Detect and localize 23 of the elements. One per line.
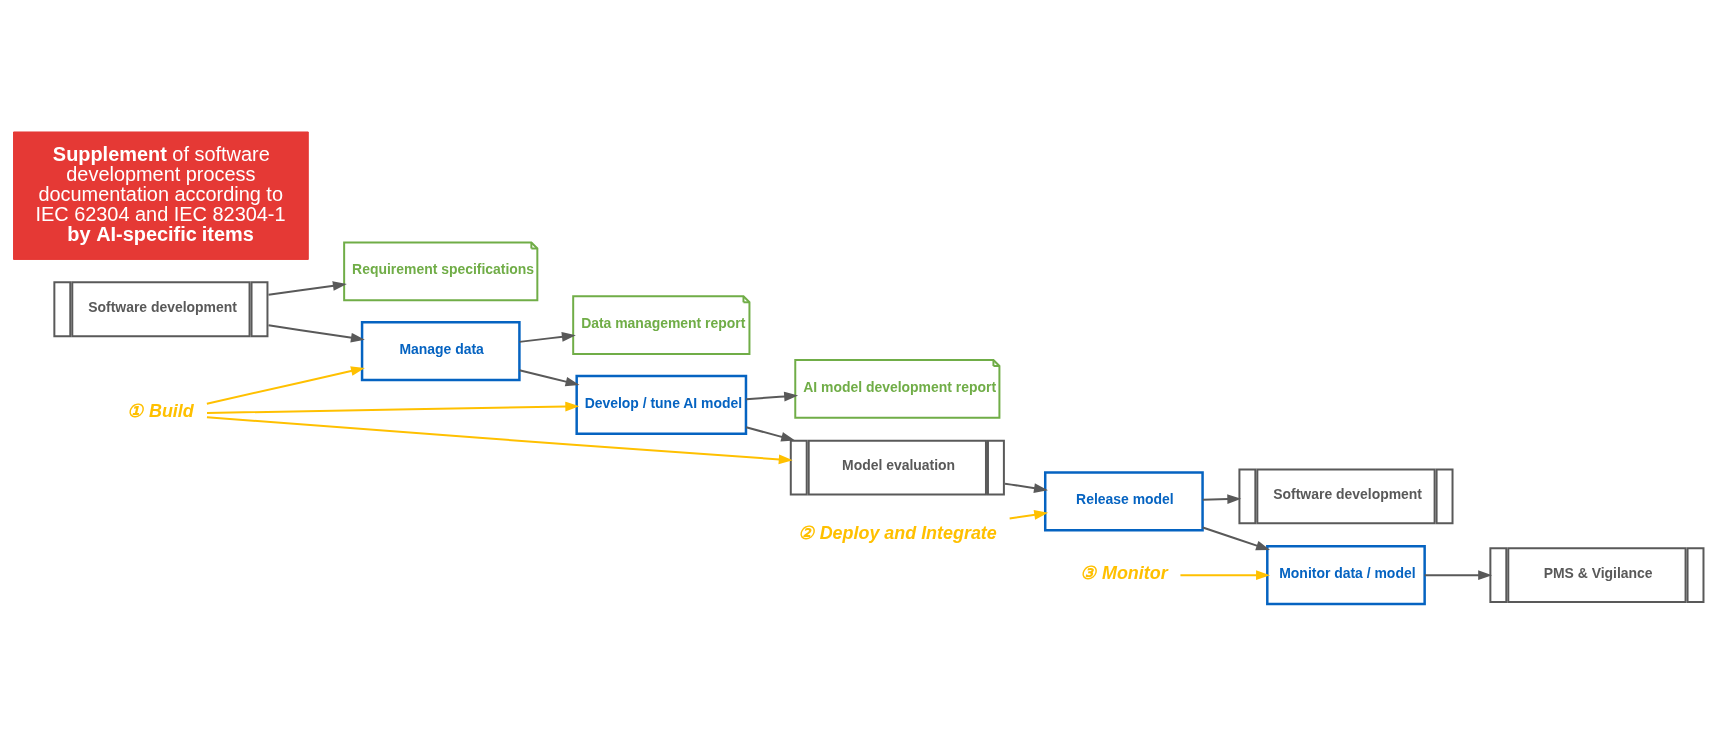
node-text: ③ Monitor — [1080, 562, 1168, 583]
arrow — [518, 369, 580, 387]
node-box: Manage data — [360, 320, 521, 382]
arrow — [206, 401, 580, 414]
arrow — [1008, 509, 1049, 520]
node-box: Monitor data / model — [1266, 545, 1426, 606]
arrow — [745, 391, 799, 402]
arrow — [1423, 570, 1493, 581]
arrow — [205, 366, 365, 405]
node-text: ① Build — [127, 401, 194, 422]
node-box: Release model — [1043, 471, 1204, 532]
arrow — [1201, 494, 1242, 504]
arrow — [267, 324, 365, 343]
node-box: Supplement of software development process documentation according to IEC 62304 and IEC 82304-1 by AI-specific items — [13, 131, 309, 260]
arrow — [205, 416, 793, 465]
arrow — [1004, 482, 1048, 493]
arrow — [518, 331, 576, 343]
node-box: Develop / tune AI model — [575, 374, 748, 435]
arrow — [745, 426, 796, 442]
arrow — [1179, 570, 1271, 581]
node-text: ② Deploy and Integrate — [797, 522, 997, 543]
arrow — [267, 281, 347, 296]
arrow — [1201, 526, 1271, 551]
